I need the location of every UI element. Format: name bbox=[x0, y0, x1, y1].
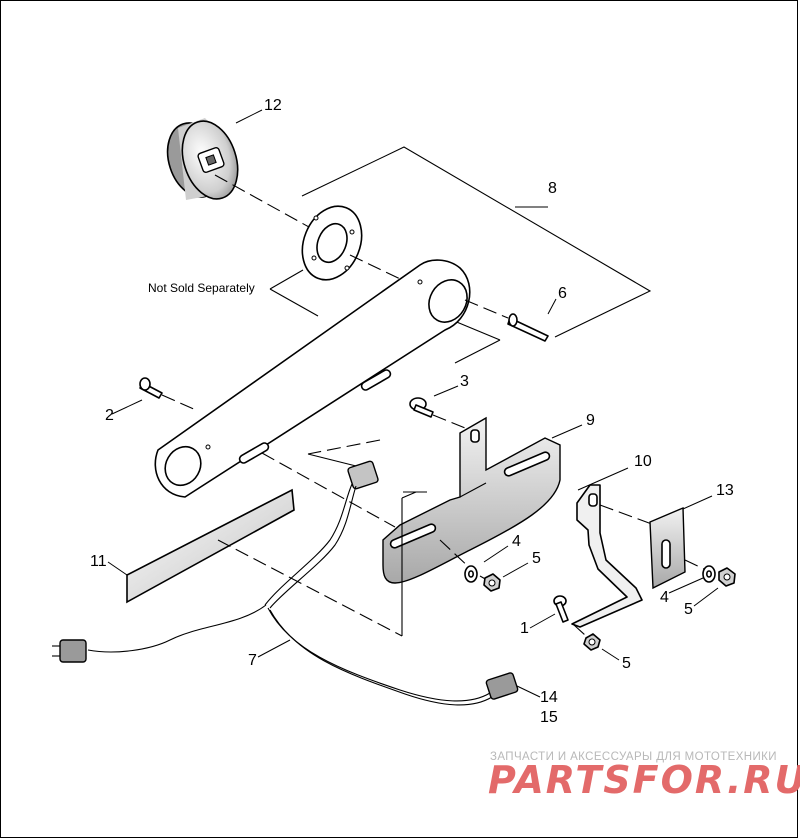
callout-labels: 12 8 Not Sold Separately 6 3 2 9 10 13 4… bbox=[90, 97, 734, 726]
callout-5-b: 5 bbox=[684, 601, 693, 618]
callout-4-b: 4 bbox=[660, 589, 669, 606]
callout-15: 15 bbox=[540, 709, 558, 726]
nut-5-b bbox=[718, 567, 736, 587]
callout-6: 6 bbox=[558, 285, 567, 302]
lamp-gasket bbox=[301, 205, 363, 281]
bracket-10 bbox=[571, 484, 643, 628]
reflective-strip-11 bbox=[126, 488, 295, 604]
watermark-brand: PARTSFOR.RU bbox=[488, 758, 800, 802]
license-plate-backing bbox=[154, 259, 471, 498]
callout-3: 3 bbox=[460, 373, 469, 390]
lamp-housing-12 bbox=[166, 118, 239, 200]
pin-6 bbox=[507, 313, 549, 342]
wiring-harness-7 bbox=[52, 460, 519, 706]
watermark: ЗАПЧАСТИ И АКСЕССУАРЫ ДЛЯ МОТОТЕХНИКИ PA… bbox=[488, 751, 800, 802]
screw-1 bbox=[553, 595, 569, 623]
callout-11: 11 bbox=[90, 553, 107, 570]
callout-13: 13 bbox=[716, 482, 734, 499]
callout-4-a: 4 bbox=[512, 533, 521, 550]
callout-8: 8 bbox=[548, 180, 557, 197]
callout-10: 10 bbox=[634, 453, 652, 470]
callout-1: 1 bbox=[520, 620, 529, 637]
callout-2: 2 bbox=[105, 407, 114, 424]
clamp-13 bbox=[649, 506, 686, 590]
note-not-sold-separately: Not Sold Separately bbox=[148, 281, 255, 295]
callout-14: 14 bbox=[540, 689, 558, 706]
callout-12: 12 bbox=[264, 97, 282, 114]
watermark-tagline: ЗАПЧАСТИ И АКСЕССУАРЫ ДЛЯ МОТОТЕХНИКИ bbox=[490, 751, 777, 763]
nut-5-c bbox=[583, 633, 601, 651]
screw-2 bbox=[139, 377, 163, 399]
washer-4-a bbox=[464, 565, 478, 583]
callout-5-a: 5 bbox=[532, 550, 541, 567]
callout-5-c: 5 bbox=[622, 655, 631, 672]
callout-7: 7 bbox=[248, 652, 257, 669]
screw-3 bbox=[409, 397, 434, 418]
washer-4-b bbox=[702, 565, 716, 583]
callout-9: 9 bbox=[586, 412, 595, 429]
nut-5-a bbox=[483, 573, 501, 592]
assembly-8-bracket bbox=[301, 146, 652, 338]
leader-lines bbox=[107, 109, 719, 698]
